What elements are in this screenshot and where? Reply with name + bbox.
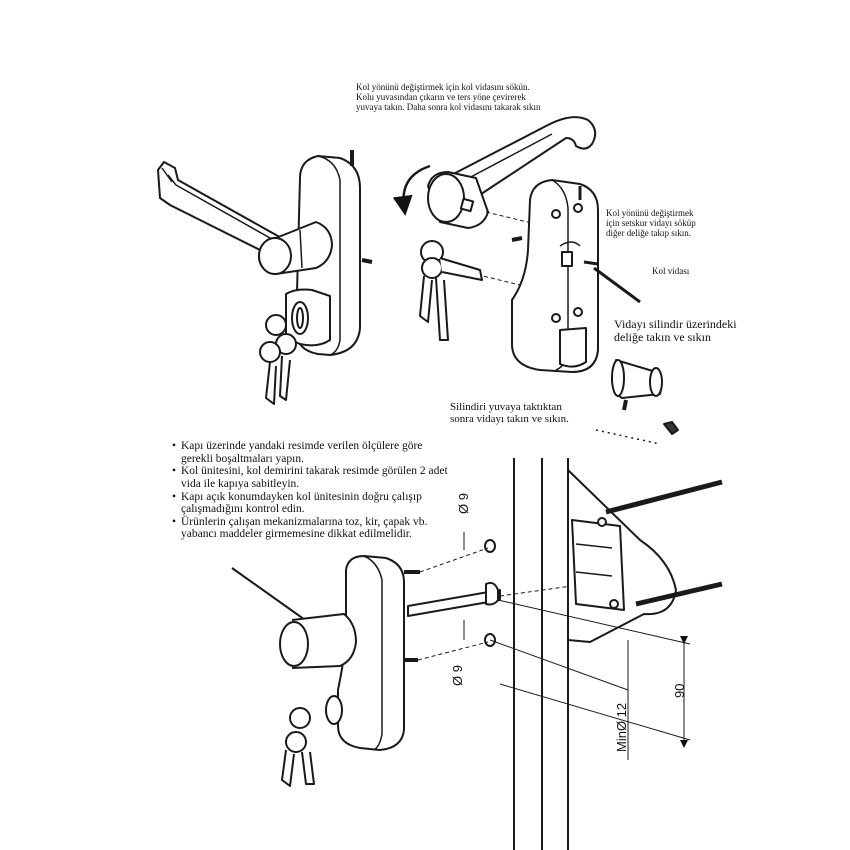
dimension-hole-bottom: Ø 9 — [450, 665, 465, 686]
installation-instructions: Kapı üzerinde yandaki resimde verilen öl… — [172, 440, 448, 541]
callout-line: Kol yönünü değiştirmek — [606, 208, 694, 218]
cylinder-screw-callout: Vidayı silindir üzerindeki deliğe takın … — [614, 317, 737, 345]
dimension-spindle: MinØ 12 — [614, 702, 629, 752]
handle-screw-callout: Kol vidası — [652, 266, 690, 276]
exploded-handle-view — [392, 116, 679, 445]
instruction-item: Ürünlerin çalışan mekanizmalarına toz, k… — [172, 516, 448, 541]
instruction-item: Kapı açık konumdayken kol ünitesinin doğ… — [172, 491, 448, 516]
top-instruction: Kol yönünü değiştirmek için kol vidasını… — [356, 82, 540, 112]
callout-line: sonra vidayı takın ve sıkın. — [450, 413, 569, 426]
setscrew-callout: Kol yönünü değiştirmek için setskur vida… — [606, 208, 696, 238]
callout-line: deliğe takın ve sıkın — [614, 330, 711, 345]
top-instruction-line: Kol yönünü değiştirmek için kol vidasını… — [356, 82, 530, 92]
callout-line: Silindiri yuvaya taktıktan — [450, 401, 562, 413]
dimension-spacing: 90 — [672, 683, 687, 698]
top-instruction-line: Kolu yuvasından çıkarın ve ters yöne çev… — [356, 92, 526, 103]
callout-line: için setskur vidayı söküp — [606, 218, 696, 229]
top-instruction-line: yuvaya takın. Daha sonra kol vidasını ta… — [356, 102, 541, 113]
assembled-handle-unit — [157, 150, 373, 405]
callout-line: Vidayı silindir üzerindeki — [614, 317, 737, 331]
instruction-item: Kapı üzerinde yandaki resimde verilen öl… — [172, 440, 448, 465]
insert-cylinder-callout: Silindiri yuvaya taktıktan sonra vidayı … — [450, 401, 569, 426]
door-installation — [231, 458, 723, 850]
callout-line: diğer deliğe takıp sıkın. — [606, 228, 691, 239]
dimension-hole-top: Ø 9 — [456, 493, 471, 514]
instruction-item: Kol ünitesini, kol demirini takarak resi… — [172, 465, 448, 490]
